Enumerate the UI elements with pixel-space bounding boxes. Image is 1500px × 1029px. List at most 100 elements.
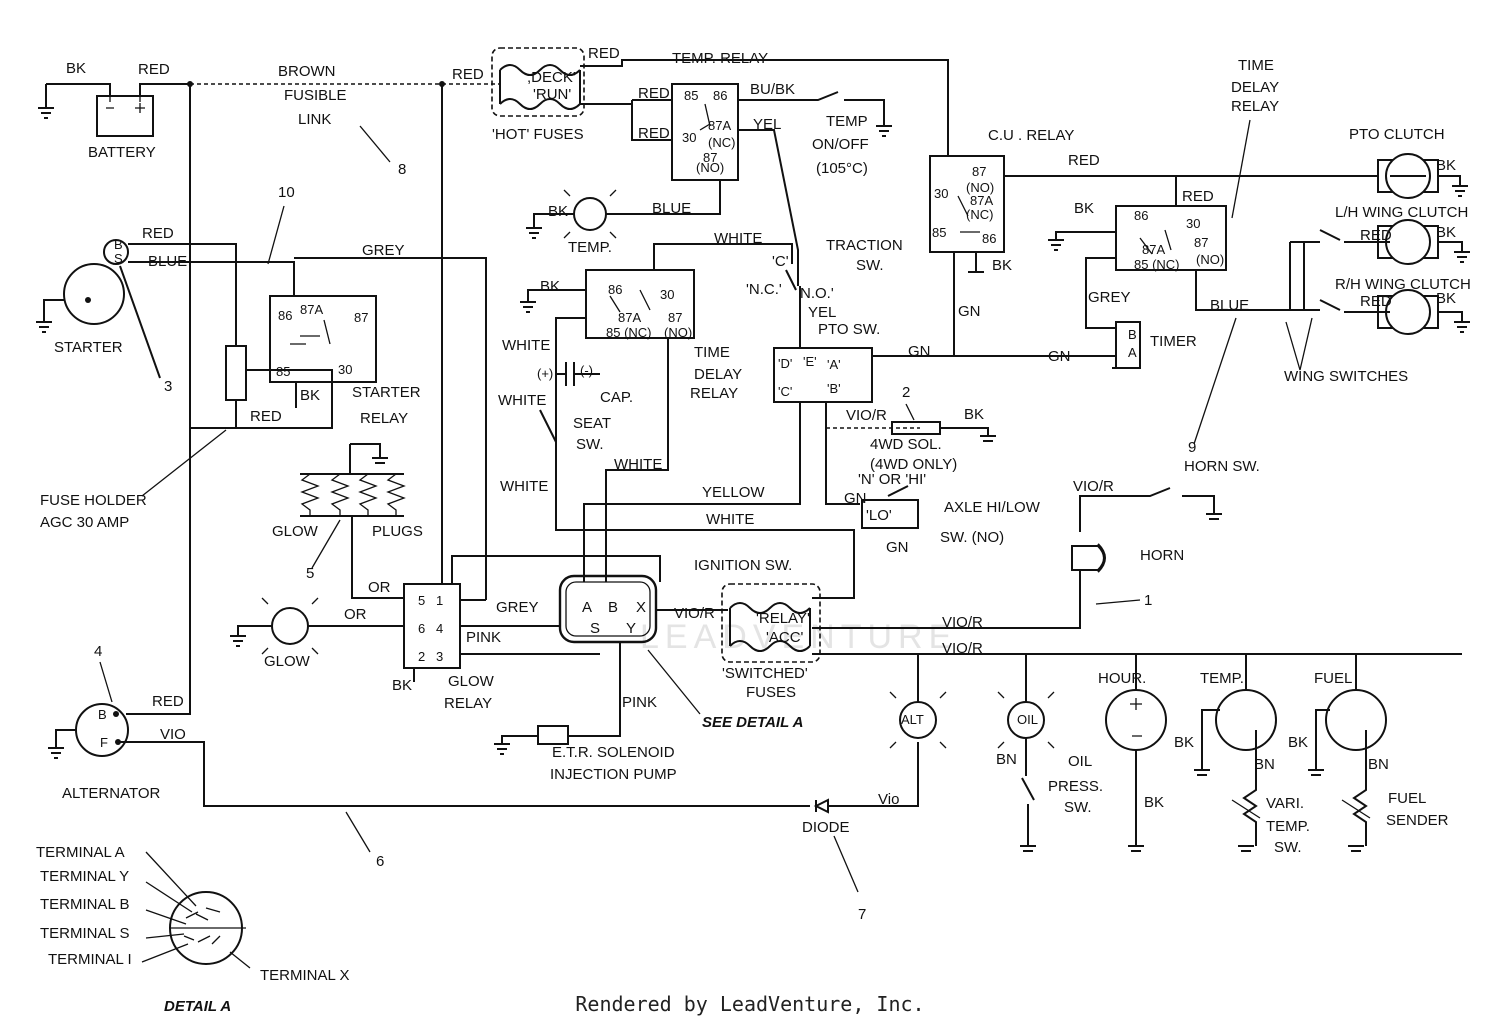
time-delay-relay-right (948, 176, 1320, 369)
label-bn1: BN (996, 751, 1017, 768)
label-link: LINK (298, 111, 331, 128)
battery (38, 83, 190, 137)
label-rhwing: R/H WING CLUTCH (1335, 276, 1471, 293)
traction-switch (785, 269, 797, 291)
label-white2: WHITE (502, 337, 550, 354)
label-pink2: PINK (622, 694, 657, 711)
label-n8: 8 (398, 161, 406, 178)
label-r86a: 86 (713, 88, 727, 103)
label-d86: 86 (608, 282, 622, 297)
label-blue1: BLUE (652, 200, 691, 217)
label-bk10: BK (964, 406, 984, 423)
label-red8: RED (1360, 227, 1392, 244)
label-cu87a: 87A (970, 193, 993, 208)
etr-solenoid (494, 725, 569, 755)
detail-a (141, 851, 251, 969)
label-ta2: TERMINAL Y (40, 868, 129, 885)
label-hour: HOUR. (1098, 670, 1146, 687)
label-white4: WHITE (614, 456, 662, 473)
label-hornsw: HORN SW. (1184, 458, 1260, 475)
label-no1: N.O.' (800, 285, 834, 302)
label-cu: C.U . RELAY (988, 127, 1074, 144)
label-pb: 'B' (827, 381, 841, 396)
label-glowplugs2: PLUGS (372, 523, 423, 540)
label-red12: RED (152, 693, 184, 710)
label-red4: RED (638, 85, 670, 102)
label-yellow: YELLOW (702, 484, 765, 501)
red-feed-bus (441, 84, 452, 641)
label-n3: 3 (164, 378, 172, 395)
label-pink1: PINK (466, 629, 501, 646)
label-gn5: GN (886, 539, 909, 556)
label-t86: 86 (1134, 208, 1148, 223)
label-rnoa: (NO) (696, 160, 724, 175)
lh-wing-clutch (1319, 219, 1470, 265)
label-cu87: 87 (972, 164, 986, 179)
label-wingsw: WING SWITCHES (1284, 368, 1408, 385)
label-tdr2: DELAY (694, 366, 742, 383)
label-s87: 87 (354, 310, 368, 325)
label-bk13: BK (1174, 734, 1194, 751)
red-main-bus (126, 84, 191, 715)
label-g3: 3 (436, 649, 443, 664)
label-s86: 86 (278, 308, 292, 323)
label-cu86: 86 (982, 231, 996, 246)
label-tempsw: TEMP (826, 113, 868, 130)
temp-gauge (1194, 654, 1277, 852)
label-agc: AGC 30 AMP (40, 514, 129, 531)
label-tb: B (1128, 327, 1137, 342)
label-white5: WHITE (500, 478, 548, 495)
time-delay-relay-center (520, 243, 855, 599)
label-fuseholder: FUSE HOLDER (40, 492, 147, 509)
label-lhwing: L/H WING CLUTCH (1335, 204, 1468, 221)
label-g5: 5 (418, 593, 425, 608)
label-fourwd2: (4WD ONLY) (870, 456, 957, 473)
label-detaila: SEE DETAIL A (702, 714, 803, 731)
label-r87a: 87 (703, 150, 717, 165)
leader-8 (359, 125, 391, 163)
label-af: F (100, 735, 108, 750)
label-ia: A (582, 599, 592, 616)
label-ta3: TERMINAL B (40, 896, 129, 913)
label-pd: 'D' (778, 356, 792, 371)
temp-relay (606, 83, 892, 286)
label-battery: BATTERY (88, 144, 156, 161)
label-vio1: VIO (160, 726, 186, 743)
label-ab: B (98, 707, 107, 722)
label-t85: 85 (NC) (1134, 257, 1180, 272)
alt-lamp (889, 654, 947, 749)
label-vior2: VIO/R (1073, 478, 1114, 495)
label-timedelay3: RELAY (1231, 98, 1279, 115)
label-deg: (105°C) (816, 160, 868, 177)
label-glowrelay2: RELAY (444, 695, 492, 712)
temp-lamp (526, 189, 617, 239)
cu-relay (872, 155, 1468, 357)
label-t87a: 87A (1142, 242, 1165, 257)
label-fuel: FUEL (1314, 670, 1352, 687)
label-n6: 6 (376, 853, 384, 870)
label-dno: (NO) (664, 325, 692, 340)
wing-switch-wires (1289, 241, 1320, 310)
label-d87a: 87A (618, 310, 641, 325)
label-deck: ;DECK' (527, 69, 576, 86)
label-g2: 2 (418, 649, 425, 664)
label-vari: VARI. (1266, 795, 1304, 812)
label-diode: DIODE (802, 819, 850, 836)
label-hotfuses: 'HOT' FUSES (492, 126, 584, 143)
label-temp2: TEMP. (568, 239, 612, 256)
label-or1: OR (368, 579, 391, 596)
oil-lamp (997, 654, 1055, 852)
label-cunc: (NC) (966, 207, 993, 222)
label-sw1: SW. (856, 257, 884, 274)
label-red1: RED (138, 61, 170, 78)
label-yel2: YEL (808, 304, 836, 321)
label-temprelay: TEMP. RELAY (672, 50, 768, 67)
label-bubk: BU/BK (750, 81, 795, 98)
label-alternator: ALTERNATOR (62, 785, 161, 802)
label-s30: 30 (338, 362, 352, 377)
label-onoff: ON/OFF (812, 136, 869, 153)
diode (813, 742, 919, 893)
label-t87: 87 (1194, 235, 1208, 250)
label-relayf: 'RELAY' (756, 610, 810, 627)
label-accf: 'ACC' (766, 629, 804, 646)
